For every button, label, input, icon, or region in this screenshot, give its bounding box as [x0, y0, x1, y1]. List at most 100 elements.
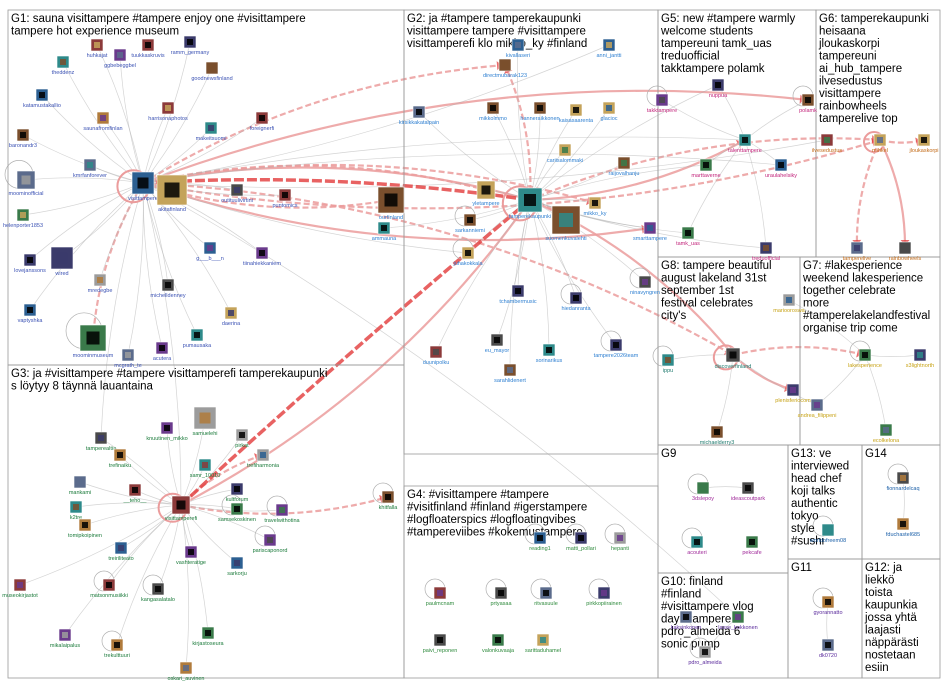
node-samuelehi[interactable]: samuelehi [192, 406, 218, 437]
node-gyorannatto[interactable]: gyorannatto [813, 595, 843, 616]
node-eu_mayor[interactable]: eu_mayor [485, 333, 510, 354]
node-nuppua[interactable]: nuppua [709, 78, 728, 99]
node-pekcafe[interactable]: pekcafe [742, 535, 762, 556]
node-tiinahiekkaniem[interactable]: tiinahiekkaniem [243, 246, 281, 267]
node-kmrfanforever[interactable]: kmrfanforever [73, 158, 107, 179]
node-mikalaipalus[interactable]: mikalaipalus [50, 628, 81, 649]
node-raijovalhanju[interactable]: raijovalhanju [609, 156, 640, 177]
node-harrisonaphotos[interactable]: harrisonaphotos [148, 101, 188, 122]
node-daerina[interactable]: daerina [222, 306, 241, 327]
node-marttaverne[interactable]: marttaverne [691, 158, 721, 179]
node-puntomics[interactable]: puntomics [272, 188, 298, 209]
node-directmubarak123[interactable]: directmubarak123 [483, 58, 527, 79]
node-fionnardelcaq[interactable]: fionnardelcaq [886, 471, 920, 492]
node-ggbebeggbel[interactable]: ggbebeggbel [104, 48, 136, 69]
node-ramm_germany[interactable]: ramm_germany [171, 35, 210, 56]
node-knuutinen_mikko[interactable]: knuutinen_mikko [146, 421, 188, 442]
node-acutera[interactable]: acutera [153, 341, 172, 362]
node-pumausaka[interactable]: pumausaka [183, 328, 212, 349]
node-duunipolku[interactable]: duunipolku [423, 345, 450, 366]
node-s3lightnorth[interactable]: s3lightnorth [906, 348, 934, 369]
node-talenttampere[interactable]: talenttampere [728, 133, 762, 154]
node-sarahlidenert[interactable]: sarahlidenert [494, 363, 526, 384]
node-museokirjastot[interactable]: museokirjastot [2, 578, 38, 599]
node-helenporter1853[interactable]: helenporter1853 [3, 208, 43, 229]
node-glacioc[interactable]: glacioc [600, 101, 618, 122]
node-khitfalla[interactable]: khitfalla [379, 490, 399, 511]
node-huhkajat[interactable]: huhkajat [87, 38, 108, 59]
node-hepanti[interactable]: hepanti [611, 531, 629, 552]
node-ninavyngren[interactable]: ninavyngren [630, 275, 660, 296]
node-trefiharmonia[interactable]: trefiharmonia [247, 448, 280, 469]
node-kirjastoseura[interactable]: kirjastoseura [192, 626, 225, 647]
node-kirsikkakatalpain[interactable]: kirsikkakatalpain [399, 105, 439, 126]
node-sarittaduhamel[interactable]: sarittaduhamel [525, 633, 561, 654]
node-ecolkelona[interactable]: ecolkelona [873, 423, 900, 444]
node-hanneraikkonen[interactable]: hanneraikkonen [520, 101, 560, 122]
node-pariscaponord[interactable]: pariscaponord [253, 533, 288, 554]
node-pdro_almeida[interactable]: pdro_almeida [688, 645, 723, 666]
node-travelwithotina[interactable]: travelwithotina [264, 503, 301, 524]
node-foreignerfi[interactable]: foreignerfi [250, 111, 274, 132]
node-saunafromfinlan[interactable]: saunafromfinlan [83, 111, 123, 132]
node-tchambermusic[interactable]: tchambermusic [499, 284, 537, 305]
node-acouteri[interactable]: acouteri [687, 535, 707, 556]
node-sorinarikus[interactable]: sorinarikus [536, 343, 563, 364]
node-kivallaseri[interactable]: kivallaseri [506, 38, 530, 59]
node-3dslepoy[interactable]: 3dslepoy [692, 481, 714, 502]
node-vashteratige[interactable]: vashteratige [176, 545, 206, 566]
node-mredegbe[interactable]: mredegbe [88, 273, 113, 294]
node-jloukaskorpi[interactable]: jloukaskorpi [908, 133, 939, 154]
node-samr_10010[interactable]: samr_10010 [190, 458, 221, 479]
node-ritvasuule[interactable]: ritvasuule [534, 586, 558, 607]
node-kultforum[interactable]: kultforum [226, 482, 249, 503]
node-tomipkoipinen[interactable]: tomipkoipinen [68, 518, 102, 539]
node-hiedanranta[interactable]: hiedanranta [561, 291, 591, 312]
node-suomenkuvalehti[interactable]: suomenkuvalehti [545, 205, 587, 242]
node-takktampere[interactable]: takktampere [647, 93, 677, 114]
node-rainbowheels[interactable]: rainbowheels [889, 241, 922, 262]
node-sarkorju[interactable]: sarkorju [227, 556, 247, 577]
node-valonkuvaaja[interactable]: valonkuvaaja [482, 633, 515, 654]
node-prtyasaa[interactable]: prtyasaa [490, 586, 512, 607]
node-lovejanssons[interactable]: lovejanssons [14, 253, 46, 274]
node-oskari_auvinen[interactable]: oskari_auvinen [168, 661, 205, 682]
node-wired[interactable]: wired [50, 246, 74, 277]
node-vaptyshka[interactable]: vaptyshka [18, 303, 44, 324]
node-ideascoutpark[interactable]: ideascoutpark [731, 481, 765, 502]
node-plenisferiocom[interactable]: plenisferiocom [775, 383, 811, 404]
node-tamperelive[interactable]: tamperelive [843, 241, 871, 262]
node-matsonmusiikki[interactable]: matsonmusiikki [90, 578, 128, 599]
node-pirkkopiirainen[interactable]: pirkkopiirainen [586, 586, 622, 607]
node-tamperealtia[interactable]: tamperealtia [86, 431, 117, 452]
node-treduofficial[interactable]: treduofficial [752, 241, 780, 262]
node-reading1[interactable]: reading1 [529, 531, 551, 552]
node-yletampere[interactable]: yletampere [472, 180, 500, 207]
node-moominofficial[interactable]: moominofficial [8, 170, 44, 197]
node-matti_pollari[interactable]: matti_pollari [566, 531, 596, 552]
node-ilvesedustus[interactable]: ilvesedustus [812, 133, 843, 154]
node-smarttampere[interactable]: smarttampere [633, 221, 667, 242]
node-uraulahelsiky[interactable]: uraulahelsiky [765, 158, 797, 179]
node-discoverfinland[interactable]: discoverfinland [715, 347, 752, 370]
node-trekulttuuri[interactable]: trekulttuuri [104, 638, 130, 659]
node-katamustakallio[interactable]: katamustakallio [23, 88, 61, 109]
node-mcgrath_te[interactable]: mcgrath_te [114, 348, 142, 369]
node-mikko_ky[interactable]: mikko_ky [584, 196, 607, 217]
node-baronandr3[interactable]: baronandr3 [9, 128, 37, 149]
node-paulmcnam[interactable]: paulmcnam [426, 586, 455, 607]
node-visittampere[interactable]: visittampere [128, 171, 158, 202]
node-ammauna[interactable]: ammauna [372, 221, 397, 242]
node-michaelderry3[interactable]: michaelderry3 [700, 425, 735, 446]
node-g___b___n[interactable]: g___b___n [196, 241, 224, 262]
node-__teho__[interactable]: __teho__ [123, 483, 148, 504]
node-ippu[interactable]: ippu [661, 353, 675, 374]
node-cariisalommaki[interactable]: cariisalommaki [547, 143, 583, 164]
node-mariooroswa[interactable]: mariooroswa [773, 293, 806, 314]
node-tampere2026team[interactable]: tampere2026team [594, 338, 639, 359]
node-michelldenney[interactable]: michelldenney [150, 278, 186, 299]
node-moominmuseum[interactable]: moominmuseum [73, 324, 114, 359]
node-samsekoskinen[interactable]: samsekoskinen [218, 502, 256, 523]
node-worldofreem08[interactable]: worldofreem08 [809, 523, 846, 544]
node-visittamperefi[interactable]: visittamperefi [165, 495, 197, 522]
